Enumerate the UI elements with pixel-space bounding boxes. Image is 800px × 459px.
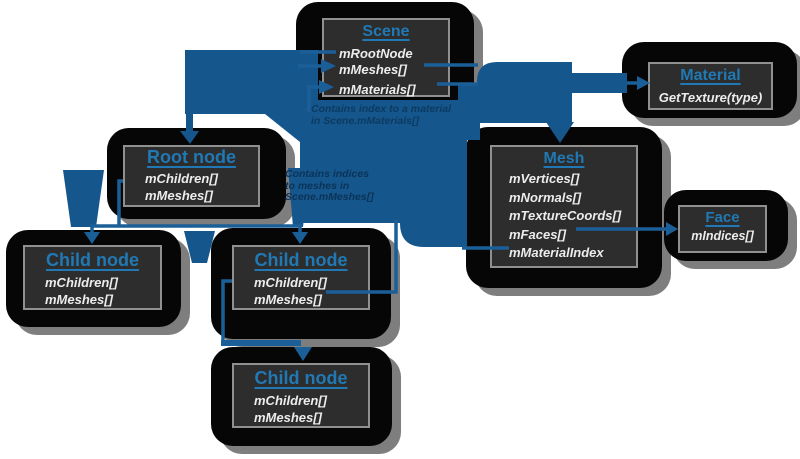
child1-field-mchildren: mChildren[] — [45, 275, 118, 290]
line-child2-to-child3-a — [221, 279, 232, 343]
flow-scene-to-mesh-body — [477, 62, 572, 123]
arrowhead-child2 — [292, 232, 308, 244]
material-field-gettexture: GetTexture(type) — [658, 90, 763, 105]
child3-node: Child node mChildren[] mMeshes[] — [232, 363, 370, 428]
mesh-field-mnormals: mNormals[] — [509, 189, 582, 205]
root-arrow-shaft — [186, 114, 193, 133]
material-index-note: Contains index to a material in Scene.mM… — [311, 103, 452, 127]
scene-node: Scene mRootNode mMeshes[] mMaterials[] — [322, 18, 450, 97]
scene-field-mrootnode: mRootNode — [339, 46, 413, 61]
flow-center-foot — [400, 193, 467, 247]
face-node-title: Face — [705, 209, 740, 226]
root-field-mchildren: mChildren[] — [145, 171, 218, 186]
arrowhead-child3 — [294, 347, 312, 361]
scene-node-title: Scene — [362, 23, 410, 40]
mesh-node-title: Mesh — [543, 150, 585, 167]
flow-wedge-lower — [184, 231, 215, 263]
mesh-field-mmaterialindex: mMaterialIndex — [509, 245, 604, 260]
child3-node-title: Child node — [254, 368, 348, 388]
child2-field-mchildren: mChildren[] — [254, 275, 327, 290]
mesh-field-mtexturecoords: mTextureCoords[] — [509, 208, 622, 223]
root-node: Root node mChildren[] mMeshes[] — [123, 145, 260, 207]
root-field-mmeshes: mMeshes[] — [145, 187, 213, 203]
scene-field-mmaterials: mMaterials[] — [339, 82, 416, 97]
arrowhead-scene-mmaterials — [319, 80, 334, 94]
mesh-indices-note: Contains indices to meshes in Scene.mMes… — [285, 168, 374, 203]
face-field-mindices: mIndices[] — [691, 229, 754, 243]
flow-wedge-middle — [288, 168, 309, 227]
line-child2-mmeshes-return — [326, 220, 398, 294]
child2-field-mmeshes: mMeshes[] — [254, 291, 322, 307]
mesh-down-arrowhead — [546, 122, 574, 143]
flow-to-material-bar — [565, 73, 627, 93]
child3-field-mmeshes: mMeshes[] — [254, 409, 322, 425]
child3-field-mchildren: mChildren[] — [254, 393, 327, 408]
flow-wedge-left — [63, 170, 104, 227]
flow-bridge — [458, 85, 480, 140]
root-node-title: Root node — [147, 147, 236, 167]
scene-field-mmeshes: mMeshes[] — [339, 62, 407, 77]
child2-node-title: Child node — [254, 250, 348, 270]
line-root-to-children — [90, 179, 302, 232]
face-node: Face mIndices[] — [678, 205, 767, 253]
arrowhead-face — [666, 222, 678, 236]
mesh-field-mvertices: mVertices[] — [509, 171, 580, 186]
child1-node: Child node mChildren[] mMeshes[] — [23, 245, 162, 310]
child1-node-title: Child node — [46, 250, 139, 270]
arrowhead-scene-mmeshes — [321, 59, 336, 73]
material-node-title: Material — [680, 67, 741, 84]
material-node: Material GetTexture(type) — [648, 62, 773, 110]
root-arrowhead — [180, 131, 199, 144]
mesh-field-mfaces: mFaces[] — [509, 226, 567, 242]
arrowhead-child1 — [84, 232, 100, 244]
flow-scene-to-root-body — [185, 50, 318, 114]
mesh-node: Mesh mVertices[] mNormals[] mTextureCoor… — [490, 145, 638, 268]
child1-field-mmeshes: mMeshes[] — [45, 291, 113, 307]
line-into-scene-mmaterials — [307, 85, 319, 112]
child2-node: Child node mChildren[] mMeshes[] — [232, 245, 370, 310]
flow-corner-swoosh — [265, 114, 300, 142]
arrowhead-material — [637, 76, 650, 90]
